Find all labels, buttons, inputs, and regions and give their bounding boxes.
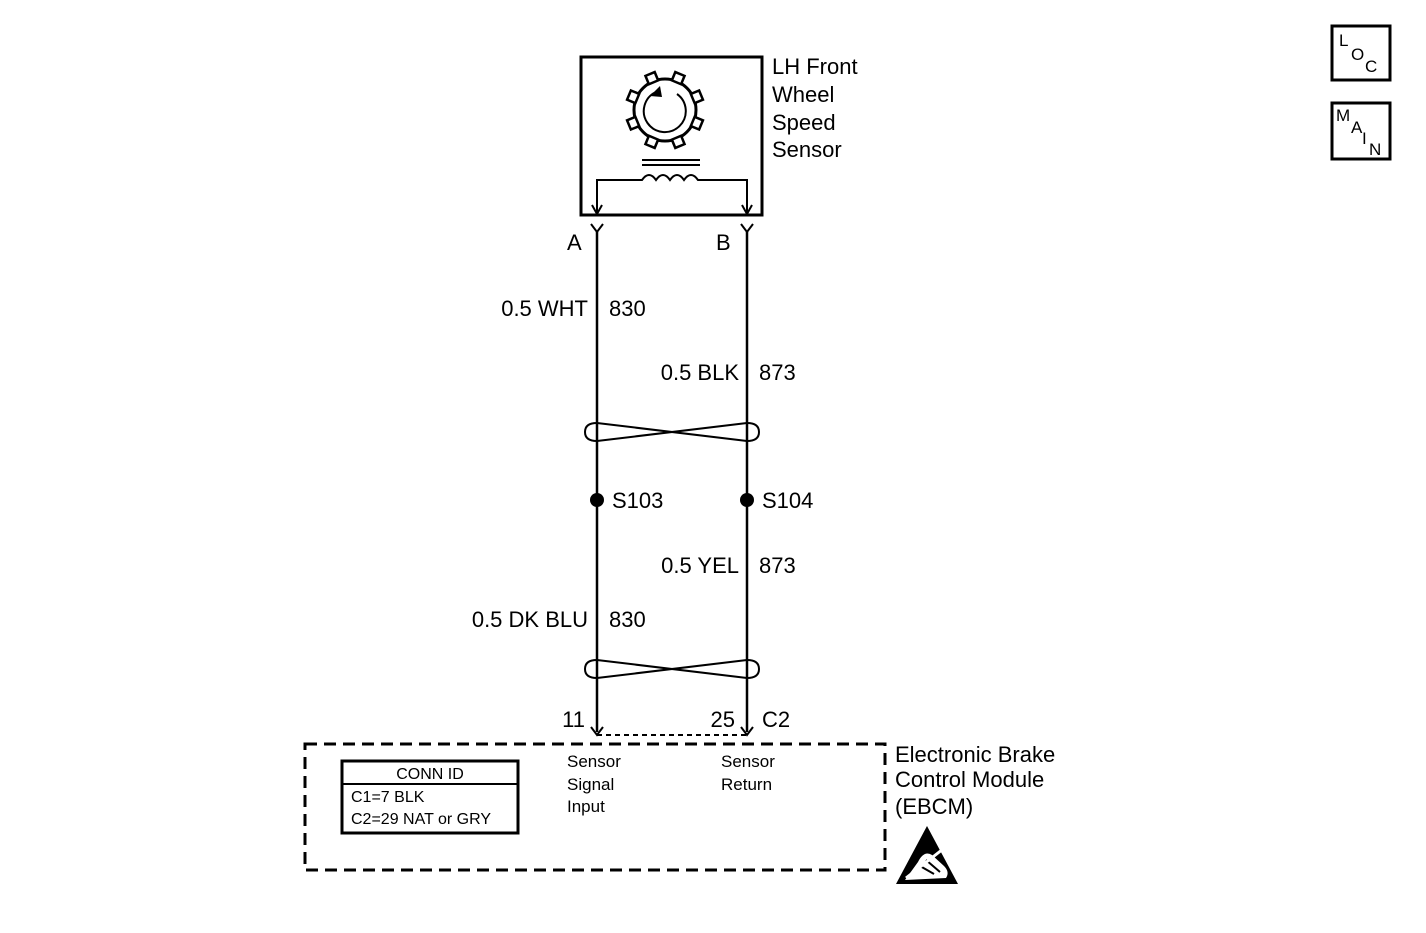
- esd-sensitive-icon: [896, 826, 958, 884]
- conn-id-table: CONN ID C1=7 BLK C2=29 NAT or GRY: [340, 759, 520, 835]
- pin-b-label: B: [716, 230, 731, 255]
- twisted-pair-upper: [583, 422, 761, 442]
- wire-circuit-830-lower: 830: [609, 607, 646, 632]
- gear-icon: [625, 70, 705, 150]
- main-button[interactable]: M A I N: [1330, 101, 1392, 161]
- wire-color-dkblu: 0.5 DK BLU: [472, 607, 588, 632]
- connector-mark-b: [740, 223, 754, 234]
- loc-button[interactable]: L O C: [1330, 24, 1392, 82]
- splice-s103-label: S103: [612, 488, 663, 513]
- pin-a-label: A: [567, 230, 582, 255]
- splice-s104-label: S104: [762, 488, 813, 513]
- svg-text:I: I: [1362, 129, 1367, 148]
- conn-id-row: C2=29 NAT or GRY: [351, 811, 491, 828]
- ebcm-box: [303, 742, 887, 872]
- sensor-signal-input-label: Sensor Signal Input: [567, 752, 626, 816]
- sensor-box: [579, 55, 764, 217]
- svg-text:N: N: [1369, 140, 1381, 159]
- ebcm-name: Electronic Brake Control Module (EBCM): [895, 742, 1061, 819]
- wire-circuit-873-upper: 873: [759, 360, 796, 385]
- connector-mark-25: [740, 726, 754, 737]
- pin-25-label: 25: [711, 707, 735, 732]
- connector-c2-label: C2: [762, 707, 790, 732]
- svg-text:L: L: [1339, 31, 1348, 50]
- sensor-name: LH Front Wheel Speed Sensor: [772, 54, 864, 162]
- sensor-return-label: Sensor Return: [721, 752, 780, 794]
- conn-id-header: CONN ID: [396, 766, 464, 783]
- coil-icon: [591, 159, 753, 217]
- twisted-pair-lower: [583, 659, 761, 679]
- pin-11-label: 11: [562, 707, 585, 732]
- wire-color-wht: 0.5 WHT: [501, 296, 588, 321]
- svg-text:M: M: [1336, 106, 1350, 125]
- conn-id-row: C1=7 BLK: [351, 789, 425, 806]
- wire-circuit-873-lower: 873: [759, 553, 796, 578]
- wire-color-blk: 0.5 BLK: [661, 360, 740, 385]
- wire-circuit-830-upper: 830: [609, 296, 646, 321]
- svg-text:C: C: [1365, 57, 1377, 76]
- splice-s103: [590, 493, 604, 507]
- splice-s104: [740, 493, 754, 507]
- connector-mark-a: [590, 223, 604, 234]
- svg-text:O: O: [1351, 45, 1364, 64]
- wire-color-yel: 0.5 YEL: [661, 553, 739, 578]
- svg-text:A: A: [1351, 118, 1363, 137]
